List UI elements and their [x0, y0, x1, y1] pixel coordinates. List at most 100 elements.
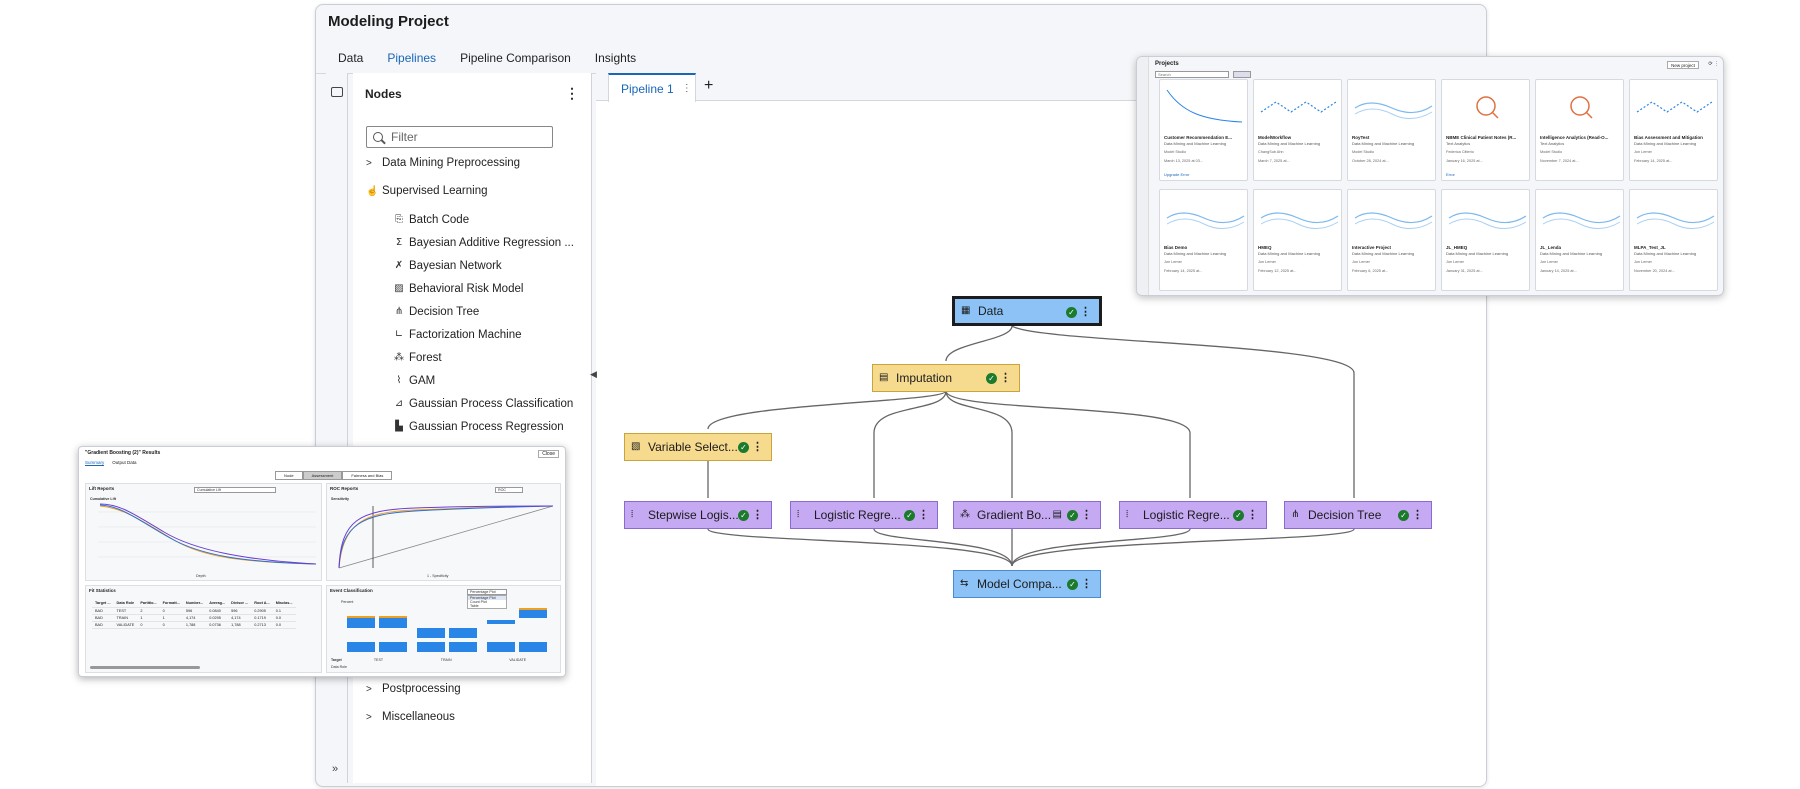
- node-decision-tree[interactable]: ⋔Decision Tree ✓⋮: [1284, 501, 1432, 529]
- projects-search-input[interactable]: Search: [1155, 71, 1229, 78]
- table-cell: 1: [159, 614, 183, 622]
- category-data-mining[interactable]: > Data Mining Preprocessing: [366, 157, 520, 169]
- node-menu-icon[interactable]: ⋮: [1412, 509, 1423, 521]
- fit-header-cell[interactable]: Averag...: [206, 600, 229, 608]
- category-supervised[interactable]: ☝ Supervised Learning: [366, 185, 488, 197]
- tab-data[interactable]: Data: [338, 51, 364, 65]
- segment-node[interactable]: Node: [275, 471, 303, 480]
- lift-select[interactable]: Cumulative Lift: [194, 487, 276, 493]
- node-item-gam[interactable]: ⌇GAM: [393, 375, 436, 387]
- filter-input[interactable]: Filter: [366, 126, 553, 148]
- check-icon: ✓: [1398, 510, 1409, 521]
- node-menu-icon[interactable]: ⋮: [918, 509, 929, 521]
- collapse-panel-icon[interactable]: ◀: [590, 369, 597, 379]
- event-title: Event Classification: [330, 588, 373, 593]
- pipeline-tab-menu-icon[interactable]: ⋮: [681, 83, 692, 94]
- node-label: Logistic Regre...: [1143, 508, 1230, 522]
- fit-header-cell[interactable]: Partitio...: [137, 600, 160, 608]
- event-select[interactable]: Percentage Plot: [467, 589, 507, 595]
- node-item-behavioral-risk[interactable]: ▨Behavioral Risk Model: [393, 283, 523, 295]
- pipeline-tab[interactable]: Pipeline 1 ⋮: [608, 73, 696, 102]
- fit-header-cell[interactable]: Target ...: [92, 600, 114, 608]
- node-stepwise-logistic[interactable]: ⦙Stepwise Logis... ✓⋮: [624, 501, 772, 529]
- fit-header-cell[interactable]: Misclas...: [272, 600, 296, 608]
- node-item-bayesian-network[interactable]: ✗Bayesian Network: [393, 260, 502, 272]
- node-logistic-regression-2[interactable]: ⦙Logistic Regre... ✓⋮: [1119, 501, 1267, 529]
- fit-header-cell[interactable]: Formatt...: [159, 600, 183, 608]
- project-modified-by: Model Studio: [1352, 150, 1375, 154]
- new-project-button[interactable]: New project: [1667, 61, 1699, 69]
- tab-pipeline-comparison[interactable]: Pipeline Comparison: [460, 51, 571, 65]
- project-card[interactable]: NBME Clinical Patient Notes (R...Text An…: [1441, 79, 1530, 181]
- tab-pipelines[interactable]: Pipelines: [375, 47, 449, 75]
- node-menu-icon[interactable]: ⋮: [752, 509, 763, 521]
- roc-title: ROC Reports: [330, 486, 359, 491]
- node-item-forest[interactable]: ⁂Forest: [393, 352, 442, 364]
- table-cell: 0.0736: [206, 621, 229, 629]
- option-percentage[interactable]: Percentage Plot: [468, 596, 506, 600]
- project-thumbnail: [1444, 192, 1527, 242]
- project-name: Bias Assessment and Mitigation: [1634, 135, 1703, 140]
- project-card[interactable]: Intelligence Analytics (Read-O...Text An…: [1535, 79, 1624, 181]
- close-button[interactable]: Close: [538, 450, 559, 458]
- projects-menu-icon[interactable]: ⟳ ⋮: [1708, 61, 1719, 67]
- expand-icon[interactable]: »: [332, 763, 339, 775]
- node-logistic-regression-1[interactable]: ⦙Logistic Regre... ✓⋮: [790, 501, 938, 529]
- node-menu-icon[interactable]: ⋮: [1247, 509, 1258, 521]
- fit-header-cell[interactable]: Root A...: [251, 600, 273, 608]
- node-imputation[interactable]: ▤Imputation ✓⋮: [872, 364, 1020, 392]
- node-menu-icon[interactable]: ⋮: [752, 441, 763, 453]
- tab-output-data[interactable]: Output Data: [112, 460, 137, 465]
- project-thumbnail: [1632, 82, 1715, 132]
- lift-ylabel: Cumulative Lift: [90, 497, 116, 501]
- option-table[interactable]: Table: [470, 604, 479, 608]
- node-menu-icon[interactable]: ⋮: [1081, 578, 1092, 590]
- nodes-menu-icon[interactable]: ⋮: [565, 85, 579, 101]
- roc-select[interactable]: ROC: [495, 487, 523, 493]
- fit-header-cell[interactable]: Data Role: [113, 600, 138, 608]
- node-model-comparison[interactable]: ⇆Model Compa... ✓⋮: [953, 570, 1101, 598]
- segment-assessment[interactable]: Assessment: [302, 471, 343, 480]
- node-menu-icon[interactable]: ⋮: [1081, 509, 1092, 521]
- tab-insights[interactable]: Insights: [594, 51, 637, 65]
- node-gradient-boosting[interactable]: ⁂Gradient Bo... ▤ ✓⋮: [953, 501, 1101, 529]
- tab-summary[interactable]: Summary: [85, 460, 105, 466]
- table-cell: BAD: [92, 614, 114, 622]
- project-modified-by: Jon Lemer: [1352, 260, 1370, 264]
- fit-header-cell[interactable]: Number...: [182, 600, 207, 608]
- project-card[interactable]: Customer Recommendation E...Data Mining …: [1159, 79, 1248, 181]
- horizontal-scrollbar[interactable]: [90, 666, 200, 669]
- segment-fairness[interactable]: Fairness and Bias: [342, 471, 393, 480]
- add-pipeline-icon[interactable]: +: [704, 77, 714, 94]
- view-toggle-icon[interactable]: [1233, 71, 1251, 78]
- network-icon: ✗: [394, 260, 404, 271]
- nodes-panel-icon[interactable]: [331, 87, 343, 97]
- node-data[interactable]: ▦Data ✓⋮: [953, 297, 1101, 325]
- node-menu-icon[interactable]: ⋮: [1000, 372, 1011, 384]
- node-item-gp-regression[interactable]: ▙Gaussian Process Regression: [393, 421, 564, 433]
- node-label: Data: [978, 304, 1004, 318]
- node-item-decision-tree[interactable]: ⋔Decision Tree: [393, 306, 480, 318]
- chevron-right-icon: >: [366, 683, 372, 695]
- node-item-label: Batch Code: [409, 214, 470, 226]
- node-item-batch-code[interactable]: ⎘Batch Code: [393, 214, 469, 226]
- node-item-factorization[interactable]: ∟Factorization Machine: [393, 329, 522, 341]
- group-validate: VALIDATE: [509, 658, 527, 662]
- option-count[interactable]: Count Plot: [470, 600, 487, 604]
- node-menu-icon[interactable]: ⋮: [1080, 306, 1091, 318]
- node-variable-selection[interactable]: ▧Variable Select... ✓⋮: [624, 433, 772, 461]
- category-misc[interactable]: > Miscellaneous: [366, 711, 455, 723]
- category-postprocessing[interactable]: > Postprocessing: [366, 683, 461, 695]
- node-item-gp-classification[interactable]: ⊿Gaussian Process Classification: [393, 398, 573, 410]
- fit-header-cell[interactable]: Divisor ...: [228, 600, 252, 608]
